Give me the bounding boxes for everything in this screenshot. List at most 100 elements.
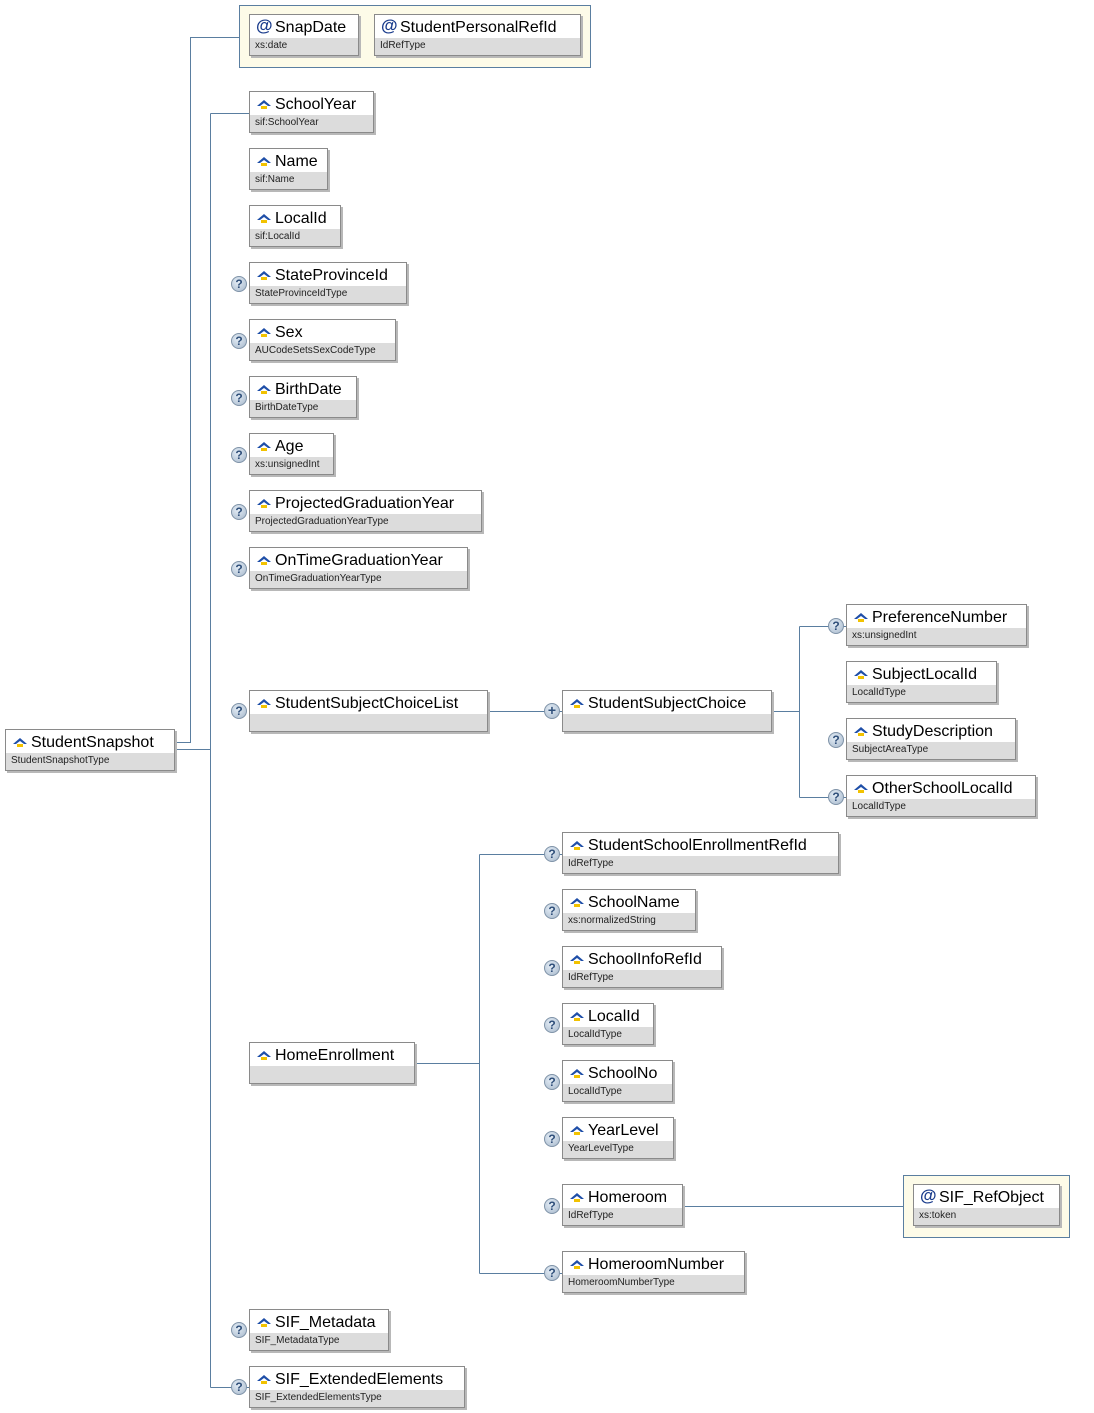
element-type: BirthDateType bbox=[255, 402, 319, 413]
element-icon bbox=[257, 328, 271, 337]
element-type: IdRefType bbox=[568, 1210, 614, 1221]
element-name[interactable]: Name sif:Name bbox=[249, 148, 328, 190]
element-type: sif:Name bbox=[255, 174, 295, 185]
element-yearlevel[interactable]: YearLevel YearLevelType bbox=[562, 1117, 674, 1159]
optional-icon: ? bbox=[231, 1322, 247, 1338]
element-icon bbox=[570, 1260, 584, 1269]
element-icon bbox=[257, 157, 271, 166]
element-name: OnTimeGraduationYear bbox=[275, 552, 443, 569]
element-otherschoollocalid[interactable]: OtherSchoolLocalId LocalIdType bbox=[846, 775, 1036, 817]
optional-icon: ? bbox=[231, 703, 247, 719]
element-icon bbox=[570, 1193, 584, 1202]
element-type: LocalIdType bbox=[852, 687, 906, 698]
element-name: YearLevel bbox=[588, 1122, 659, 1139]
element-studentsubjectchoicelist[interactable]: StudentSubjectChoiceList bbox=[249, 690, 488, 732]
element-preferencenumber[interactable]: PreferenceNumber xs:unsignedInt bbox=[846, 604, 1027, 646]
element-icon bbox=[257, 556, 271, 565]
optional-icon: ? bbox=[231, 276, 247, 292]
element-icon bbox=[570, 1069, 584, 1078]
element-homeroomnumber[interactable]: HomeroomNumber HomeroomNumberType bbox=[562, 1251, 745, 1293]
element-schoolinforefid[interactable]: SchoolInfoRefId IdRefType bbox=[562, 946, 722, 988]
element-studentsubjectchoice[interactable]: StudentSubjectChoice bbox=[562, 690, 772, 732]
element-name: SIF_Metadata bbox=[275, 1314, 376, 1331]
element-ontimegraduationyear[interactable]: OnTimeGraduationYear OnTimeGraduationYea… bbox=[249, 547, 468, 589]
element-homeenrollment-localid[interactable]: LocalId LocalIdType bbox=[562, 1003, 654, 1045]
element-type: LocalIdType bbox=[568, 1086, 622, 1097]
element-name: PreferenceNumber bbox=[872, 609, 1008, 626]
optional-icon: ? bbox=[231, 561, 247, 577]
attribute-type: IdRefType bbox=[380, 40, 426, 51]
optional-icon: ? bbox=[231, 504, 247, 520]
element-icon bbox=[257, 442, 271, 451]
attribute-sif-refobject[interactable]: @SIF_RefObject xs:token bbox=[913, 1184, 1060, 1226]
optional-icon: ? bbox=[828, 789, 844, 805]
element-projectedgraduationyear[interactable]: ProjectedGraduationYear ProjectedGraduat… bbox=[249, 490, 482, 532]
element-localid[interactable]: LocalId sif:LocalId bbox=[249, 205, 341, 247]
repeat-icon: + bbox=[544, 703, 560, 719]
element-icon bbox=[570, 955, 584, 964]
element-name: StudentSubjectChoice bbox=[588, 695, 747, 712]
element-icon bbox=[257, 214, 271, 223]
optional-icon: ? bbox=[231, 390, 247, 406]
element-sif-extendedelements[interactable]: SIF_ExtendedElements SIF_ExtendedElement… bbox=[249, 1366, 465, 1408]
element-name: SchoolNo bbox=[588, 1065, 658, 1082]
attribute-name: SnapDate bbox=[275, 19, 347, 36]
element-type: xs:normalizedString bbox=[568, 915, 656, 926]
optional-icon: ? bbox=[544, 1265, 560, 1281]
element-icon bbox=[854, 670, 868, 679]
element-name: LocalId bbox=[588, 1008, 640, 1025]
element-subjectlocalid[interactable]: SubjectLocalId LocalIdType bbox=[846, 661, 997, 703]
optional-icon: ? bbox=[544, 960, 560, 976]
element-type: YearLevelType bbox=[568, 1143, 634, 1154]
element-icon bbox=[257, 699, 271, 708]
element-schoolname[interactable]: SchoolName xs:normalizedString bbox=[562, 889, 696, 931]
attribute-icon: @ bbox=[256, 16, 273, 35]
element-type: xs:unsignedInt bbox=[852, 630, 917, 641]
element-icon bbox=[257, 1051, 271, 1060]
element-name: StudentSnapshot bbox=[31, 734, 154, 751]
element-icon bbox=[257, 271, 271, 280]
element-sif-metadata[interactable]: SIF_Metadata SIF_MetadataType bbox=[249, 1309, 389, 1351]
element-sex[interactable]: Sex AUCodeSetsSexCodeType bbox=[249, 319, 396, 361]
element-type: StateProvinceIdType bbox=[255, 288, 348, 299]
element-name: SubjectLocalId bbox=[872, 666, 977, 683]
element-type: IdRefType bbox=[568, 858, 614, 869]
element-schoolno[interactable]: SchoolNo LocalIdType bbox=[562, 1060, 673, 1102]
element-icon bbox=[257, 1375, 271, 1384]
element-icon bbox=[570, 841, 584, 850]
optional-icon: ? bbox=[544, 1074, 560, 1090]
element-name: SchoolName bbox=[588, 894, 680, 911]
element-icon bbox=[257, 385, 271, 394]
element-icon bbox=[13, 738, 27, 747]
element-homeroom[interactable]: Homeroom IdRefType bbox=[562, 1184, 683, 1226]
element-homeenrollment[interactable]: HomeEnrollment bbox=[249, 1042, 415, 1084]
element-name: SchoolInfoRefId bbox=[588, 951, 702, 968]
element-stateprovinceid[interactable]: StateProvinceId StateProvinceIdType bbox=[249, 262, 407, 304]
optional-icon: ? bbox=[544, 903, 560, 919]
element-type: LocalIdType bbox=[568, 1029, 622, 1040]
attribute-snapdate[interactable]: @SnapDate xs:date bbox=[249, 14, 359, 56]
element-type: AUCodeSetsSexCodeType bbox=[255, 345, 376, 356]
element-studentschoolenrollmentrefid[interactable]: StudentSchoolEnrollmentRefId IdRefType bbox=[562, 832, 839, 874]
element-type: xs:unsignedInt bbox=[255, 459, 320, 470]
element-icon bbox=[257, 1318, 271, 1327]
element-icon bbox=[854, 613, 868, 622]
attribute-name: SIF_RefObject bbox=[939, 1189, 1044, 1206]
element-name: Sex bbox=[275, 324, 303, 341]
element-name: Age bbox=[275, 438, 304, 455]
element-studydescription[interactable]: StudyDescription SubjectAreaType bbox=[846, 718, 1016, 760]
element-type: IdRefType bbox=[568, 972, 614, 983]
optional-icon: ? bbox=[231, 333, 247, 349]
element-type: LocalIdType bbox=[852, 801, 906, 812]
element-icon bbox=[570, 699, 584, 708]
element-birthdate[interactable]: BirthDate BirthDateType bbox=[249, 376, 357, 418]
attribute-studentpersonalrefid[interactable]: @StudentPersonalRefId IdRefType bbox=[374, 14, 581, 56]
element-name: HomeroomNumber bbox=[588, 1256, 725, 1273]
element-type: sif:LocalId bbox=[255, 231, 301, 242]
optional-icon: ? bbox=[828, 732, 844, 748]
element-type: SIF_MetadataType bbox=[255, 1335, 340, 1346]
element-age[interactable]: Age xs:unsignedInt bbox=[249, 433, 334, 475]
element-schoolyear[interactable]: SchoolYear sif:SchoolYear bbox=[249, 91, 374, 133]
element-name: Name bbox=[275, 153, 318, 170]
root-element-studentsnapshot[interactable]: StudentSnapshot StudentSnapshotType bbox=[5, 729, 175, 771]
